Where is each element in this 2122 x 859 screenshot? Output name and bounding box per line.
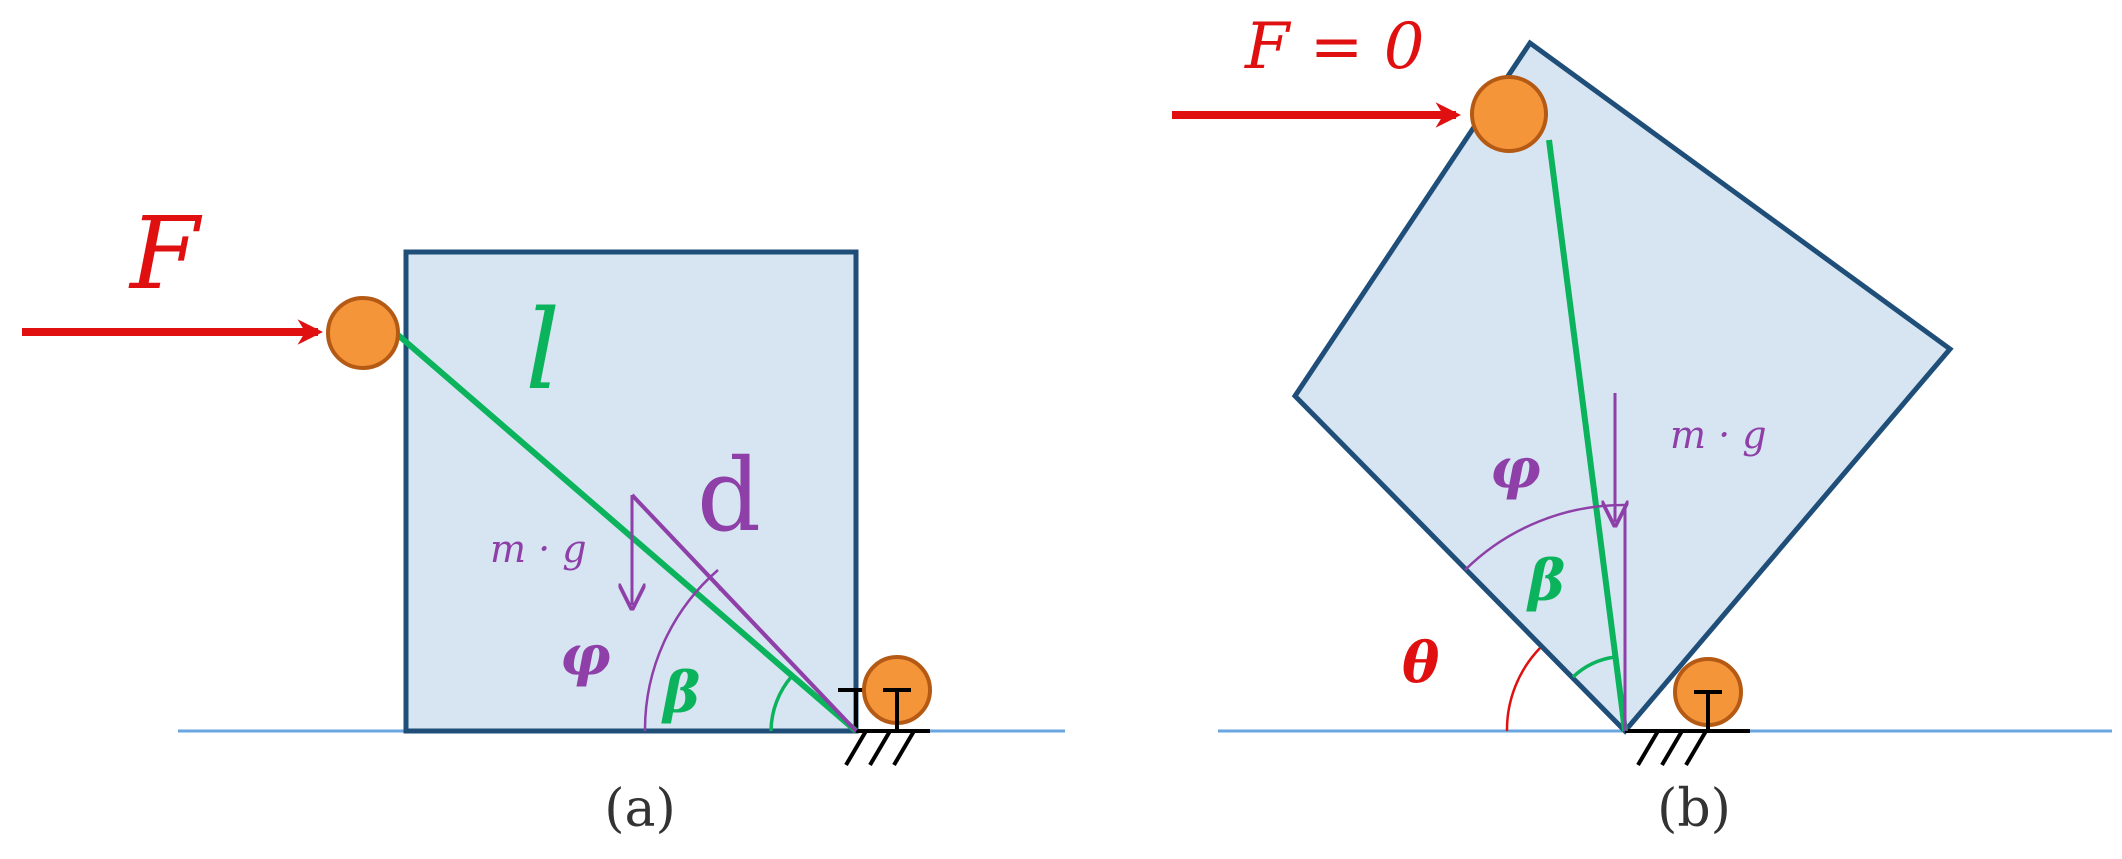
theta-label: θ [1402, 630, 1440, 696]
length-label: l [525, 286, 560, 414]
panel-b: F = 0 m · g φ β θ (b) [1172, 10, 2112, 839]
distance-d [630, 493, 858, 733]
caption-b: (b) [1657, 779, 1731, 839]
diagonal-l [396, 332, 858, 734]
force-label: F = 0 [1244, 10, 1424, 84]
beta-arc [1571, 655, 1616, 679]
contact-roller [1470, 75, 1548, 153]
tilted-block [1291, 39, 1954, 735]
distance-label: d [697, 437, 761, 554]
phi-label: φ [1490, 436, 1541, 502]
force-label: F [128, 195, 203, 312]
weight-label: m · g [1670, 413, 1767, 457]
theta-arc [1505, 647, 1541, 732]
phi-arc [1464, 503, 1626, 571]
diagonal-l [1546, 139, 1628, 732]
contact-roller [326, 296, 400, 370]
pivot-support [1625, 729, 1750, 767]
beta-arc [769, 674, 794, 732]
panel-a: F l d m · g φ β (a) [22, 195, 1065, 839]
beta-label: β [661, 660, 700, 726]
phi-arc [643, 569, 719, 732]
caption-a: (a) [604, 779, 676, 839]
weight-label: m · g [490, 527, 587, 571]
beta-label: β [1526, 548, 1565, 614]
pivot-support [838, 688, 930, 767]
phi-label: φ [560, 623, 611, 689]
